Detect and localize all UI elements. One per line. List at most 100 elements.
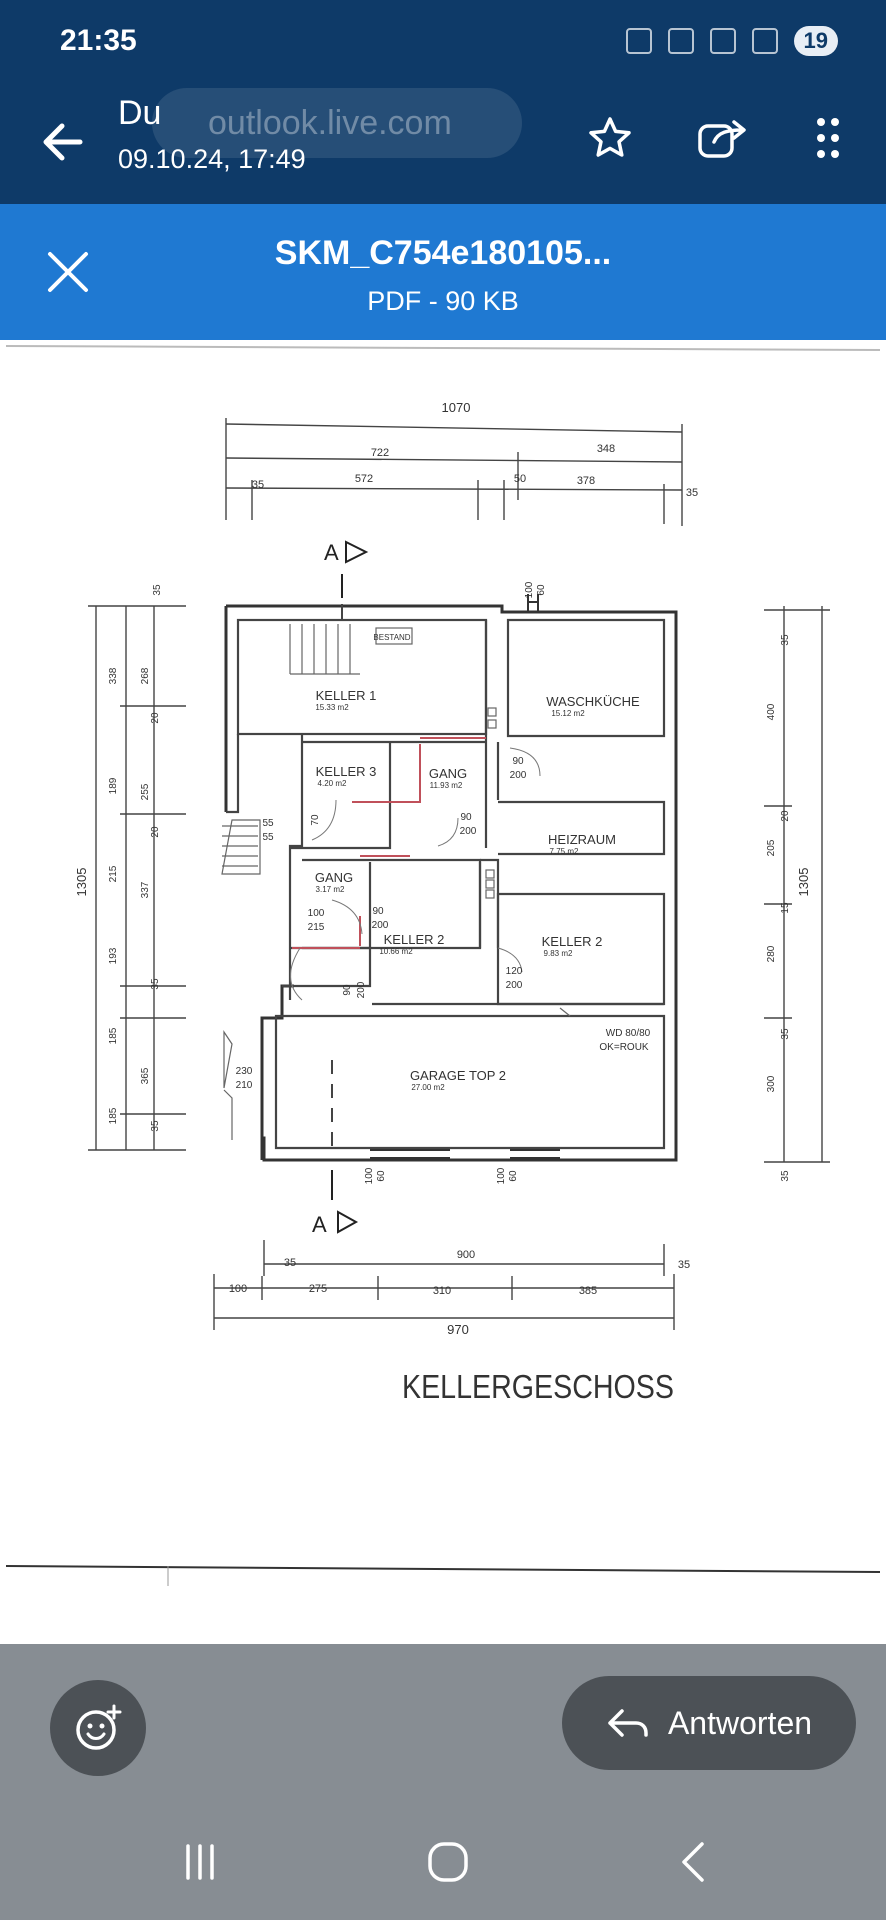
dim-right-h: 300 (766, 1075, 777, 1092)
battery-indicator: 19 (793, 26, 838, 56)
dim-left-e: 189 (108, 777, 119, 794)
dim-bottom-g: 385 (579, 1285, 597, 1297)
attachment-meta: PDF - 90 KB (367, 286, 519, 316)
door-200a: 200 (510, 770, 527, 781)
dim-right-g: 35 (780, 1028, 791, 1040)
recent-apps-button[interactable] (170, 1834, 230, 1890)
dim-right-a: 35 (780, 634, 791, 646)
star-icon (589, 117, 631, 157)
room-garage-area: 27.00 m2 (411, 1083, 445, 1092)
plan-title: KELLERGESCHOSS (402, 1368, 674, 1405)
wifi-icon (709, 28, 736, 54)
door-90b: 90 (460, 812, 472, 823)
reply-button[interactable]: Antworten (562, 1676, 856, 1770)
dim-bottom-total: 970 (447, 1322, 469, 1337)
room-gang2-area: 3.17 m2 (316, 885, 345, 894)
label-70: 70 (310, 814, 321, 826)
window-100c: 100 (496, 1167, 507, 1184)
share-icon (698, 120, 746, 158)
section-marker-top: A (324, 540, 339, 565)
status-time: 21:35 (60, 24, 137, 57)
window-60c: 60 (508, 1170, 519, 1182)
back-nav-button[interactable] (664, 1834, 724, 1890)
door-200b: 200 (460, 826, 477, 837)
room-keller3-area: 4.20 m2 (318, 779, 347, 788)
stair-55a: 55 (262, 818, 274, 829)
dim-left-f: 255 (140, 783, 151, 800)
room-heizraum-name: HEIZRAUM (548, 832, 616, 847)
floor-plan: 1070 722 348 35 572 50 378 35 A A (5, 345, 881, 1586)
dim-left-g: 20 (150, 826, 161, 838)
stair-55b: 55 (262, 832, 274, 843)
status-icons: 19 (625, 26, 838, 56)
dim-top-c: 35 (252, 479, 264, 491)
dim-right-b: 400 (766, 703, 777, 720)
room-keller1-name: KELLER 1 (316, 688, 377, 703)
recent-apps-icon (186, 1844, 214, 1880)
door-w200: 200 (356, 981, 367, 998)
dim-bottom-a: 35 (284, 1257, 296, 1269)
dim-top-total: 1070 (442, 400, 471, 415)
bottom-action-bar: Antworten (0, 1644, 886, 1804)
dim-left-j: 193 (108, 947, 119, 964)
dim-left-n: 185 (108, 1107, 119, 1124)
dim-left-i: 337 (140, 881, 151, 898)
dim-left-l: 185 (108, 1027, 119, 1044)
section-marker-bottom: A (312, 1212, 327, 1237)
room-keller1-area: 15.33 m2 (315, 703, 349, 712)
window-60b: 60 (376, 1170, 387, 1182)
back-arrow-icon (43, 123, 83, 161)
window-100b: 100 (364, 1167, 375, 1184)
home-icon (428, 1842, 468, 1882)
more-options-button[interactable] (796, 106, 860, 170)
more-vertical-icon (817, 118, 839, 158)
room-keller2b-area: 9.83 m2 (544, 949, 573, 958)
room-waschkueche-name: WASCHKÜCHE (546, 694, 640, 709)
dim-left-m: 365 (140, 1067, 151, 1084)
dim-left-c: 268 (140, 667, 151, 684)
dim-top-d: 572 (355, 473, 373, 485)
share-button[interactable] (692, 106, 756, 170)
dim-right-i: 35 (780, 1170, 791, 1182)
dim-top-b: 348 (597, 443, 615, 455)
favorite-button[interactable] (578, 106, 642, 170)
home-button[interactable] (418, 1834, 478, 1890)
room-keller2a-area: 10.66 m2 (379, 947, 413, 956)
dim-bottom-e: 275 (309, 1283, 327, 1295)
close-icon (48, 252, 88, 292)
dim-top-g: 35 (686, 487, 698, 499)
battery-level: 19 (803, 28, 828, 53)
mute-icon (667, 28, 694, 54)
sender-name: Du (118, 94, 162, 132)
dim-right-e: 15 (780, 902, 791, 914)
door-200c: 200 (372, 920, 389, 931)
room-keller3-name: KELLER 3 (316, 764, 377, 779)
dim-bottom-f: 310 (433, 1285, 451, 1297)
door-90a: 90 (512, 756, 524, 767)
dim-top-f: 378 (577, 475, 595, 487)
emoji-add-icon (76, 1704, 122, 1750)
url-pill: outlook.live.com (152, 88, 522, 158)
dim-bottom-d: 100 (229, 1283, 247, 1295)
dim-right-c: 20 (780, 810, 791, 822)
document-preview[interactable]: 1070 722 348 35 572 50 378 35 A A (0, 340, 886, 1644)
room-keller2b-name: KELLER 2 (542, 934, 603, 949)
room-gang1-name: GANG (429, 766, 467, 781)
back-button[interactable] (36, 114, 92, 170)
window-100a: 100 (524, 581, 535, 598)
door-90c: 90 (372, 906, 384, 917)
dim-right-d: 205 (766, 839, 777, 856)
dim-left-total: 1305 (74, 868, 89, 897)
room-heizraum-area: 7.75 m2 (550, 847, 579, 856)
dim-bottom-c: 35 (678, 1259, 690, 1271)
dim-right-total: 1305 (796, 868, 811, 897)
close-button[interactable] (40, 244, 96, 300)
dim-right-f: 280 (766, 945, 777, 962)
react-button[interactable] (50, 1680, 146, 1776)
system-navigation-bar (0, 1804, 886, 1920)
dim-left-a: 35 (152, 584, 163, 596)
dim-left-o: 35 (150, 1120, 161, 1132)
dim-left-k: 35 (150, 978, 161, 990)
window-60a: 60 (536, 584, 547, 596)
dim-left-b: 338 (108, 667, 119, 684)
